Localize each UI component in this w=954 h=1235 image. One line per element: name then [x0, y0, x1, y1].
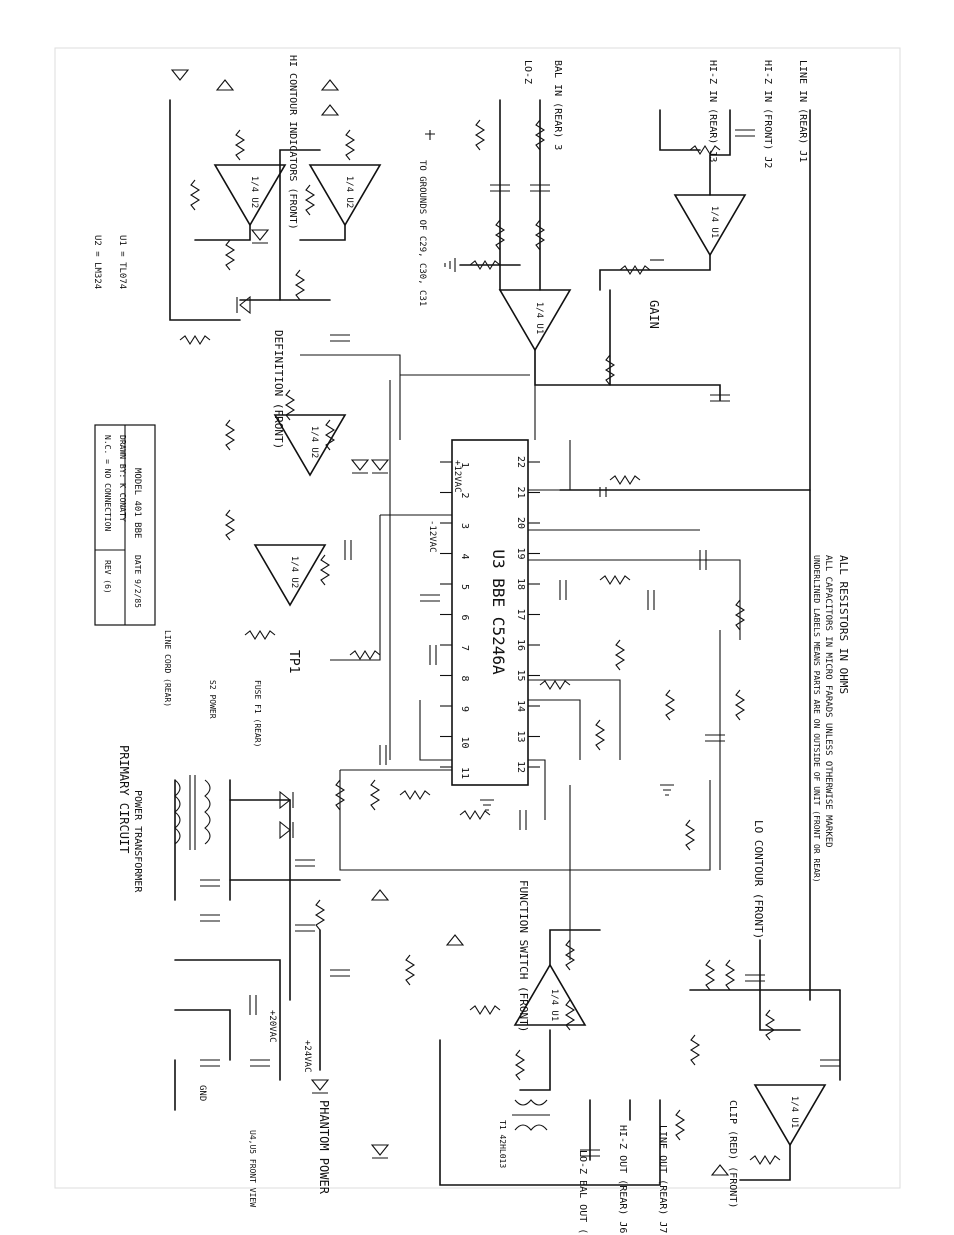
label-line-cord: LINE CORD (REAR) — [163, 630, 172, 707]
opamp-u2b-label: 1/4 U2 — [249, 176, 259, 209]
ic-pin-number: 15 — [515, 670, 526, 682]
capacitors — [200, 129, 840, 1157]
label-u2: U2 = LM324 — [92, 235, 102, 289]
title-block: MODEL 401 BBE DRAWN BY: K CONATY N.C. = … — [94, 424, 156, 626]
opamp-u2a-label: 1/4 U2 — [344, 176, 354, 209]
opamp-u2d: 1/4 U2 — [253, 544, 327, 607]
page-frame — [54, 47, 901, 1189]
title-date: DATE 9/2/85 — [133, 555, 142, 608]
input-hiz-rear: HI-Z IN (REAR) J3 — [707, 60, 718, 162]
ic-pin-number: 13 — [515, 731, 526, 743]
opamp-u2d-label: 1/4 U2 — [289, 556, 299, 589]
ic-pin-number: 22 — [515, 456, 526, 468]
input-hiz-front: HI-Z IN (FRONT) J2 — [762, 60, 773, 168]
control-definition: DEFINITION (FRONT) — [272, 330, 285, 449]
opamp-u1b: 1/4 U1 — [498, 289, 572, 352]
opamp-u2c-label: 1/4 U2 — [309, 426, 319, 459]
label-power-transformer: POWER TRANSFORMER — [132, 790, 143, 893]
output-loz-bal: LO-Z BAL OUT (REAR) — [577, 1150, 588, 1235]
ic-pin-number: 1 — [459, 462, 470, 468]
wiring — [169, 99, 841, 1186]
opamp-u1c-label: 1/4 U1 — [549, 989, 559, 1022]
title-rev: REV (6) — [103, 560, 112, 594]
opamp-u1d: 1/4 U1 — [753, 1084, 827, 1147]
opamp-u1c: 1/4 U1 — [513, 963, 587, 1026]
ic-pin-number: 9 — [459, 706, 470, 712]
opamp-u2c: 1/4 U2 — [273, 414, 347, 477]
title-drawn: DRAWN BY: K CONATY — [118, 435, 127, 522]
ic-pin-number: 6 — [459, 615, 470, 621]
ic-pin-number: 2 — [459, 493, 470, 499]
input-bal-in: BAL IN (REAR) 3 — [552, 60, 563, 150]
opamp-u2b: 1/4 U2 — [213, 164, 287, 227]
output-hiz-out: HI-Z OUT (REAR) J6 — [617, 1125, 628, 1233]
label-tp1: TP1 — [286, 650, 301, 673]
note-capacitors: ALL CAPACITORS IN MICRO FARADS UNLESS OT… — [823, 555, 833, 848]
rail-plus20: +20VAC — [267, 1010, 277, 1043]
label-fuse: FUSE F1 (REAR) — [253, 680, 262, 747]
control-clip: CLIP (RED) (FRONT) — [727, 1100, 738, 1208]
opamp-u1a-label: 1/4 U1 — [709, 206, 719, 239]
note-underlined: UNDERLINED LABELS MEANS PARTS ARE ON OUT… — [812, 555, 821, 883]
control-function-switch: FUNCTION SWITCH (FRONT) — [517, 880, 530, 1032]
label-to-grounds: TO GROUNDS OF C29, C30, C31 — [417, 160, 427, 306]
input-line-in: LINE IN (REAR) J1 — [797, 60, 808, 162]
ic-pin-number: 19 — [515, 548, 526, 560]
output-line-out: LINE OUT (REAR) J7 — [657, 1125, 668, 1233]
rail-minus12: -12VAC — [427, 520, 437, 553]
title-model: MODEL 401 BBE — [132, 468, 142, 538]
ic-pin-number: 7 — [459, 645, 470, 651]
ic-pin-number: 4 — [459, 554, 470, 560]
opamp-u1b-label: 1/4 U1 — [534, 302, 544, 335]
ic-pin-number: 21 — [515, 487, 526, 499]
label-s2: S2 POWER — [208, 680, 217, 719]
rail-gnd: GND — [197, 1085, 207, 1101]
label-primary-circuit: PRIMARY CIRCUIT — [117, 745, 131, 853]
ic-pin-number: 18 — [515, 578, 526, 590]
rail-plus24: +24VAC — [302, 1040, 312, 1073]
ic-pin-number: 16 — [515, 639, 526, 651]
resistors — [179, 119, 781, 1166]
label-phantom-power: PHANTOM POWER — [317, 1100, 331, 1195]
note-resistors: ALL RESISTORS IN OHMS — [837, 555, 850, 694]
input-loz: LO-Z — [522, 60, 533, 84]
title-nc: N.C. = NO CONNECTION — [103, 435, 112, 532]
ic-pin-number: 10 — [459, 737, 470, 749]
diodes — [170, 69, 730, 1176]
control-gain: GAIN — [647, 300, 661, 329]
control-hi-contour: HI CONTOUR INDICATORS (FRONT) — [287, 55, 298, 230]
opamp-u1d-label: 1/4 U1 — [789, 1096, 799, 1129]
ic-pin-number: 5 — [459, 584, 470, 590]
ic-pin-number: 12 — [515, 761, 526, 773]
rail-plus12: +12VAC — [452, 460, 462, 493]
ic-pin-number: 3 — [459, 523, 470, 529]
transformer-t2 — [174, 775, 211, 850]
control-lo-contour: LO CONTOUR (FRONT) — [752, 820, 765, 939]
ground-symbols — [425, 130, 674, 811]
ic-pin-number: 8 — [459, 676, 470, 682]
label-u1: U1 = TL074 — [117, 235, 127, 289]
ic-pin-number: 20 — [515, 517, 526, 529]
ic-pin-number: 14 — [515, 700, 526, 712]
label-t1: T1 42HL013 — [498, 1120, 507, 1168]
transformer-t1 — [512, 1099, 550, 1131]
ic-pin-number: 11 — [459, 767, 470, 779]
opamp-u1a: 1/4 U1 — [673, 194, 747, 257]
opamp-u2a: 1/4 U2 — [308, 164, 382, 227]
ic-u3-label: U3 BBE C5246A — [489, 549, 508, 675]
ic-pin-number: 17 — [515, 609, 526, 621]
label-u4u5: U4,U5 FRONT VIEW — [248, 1130, 257, 1207]
